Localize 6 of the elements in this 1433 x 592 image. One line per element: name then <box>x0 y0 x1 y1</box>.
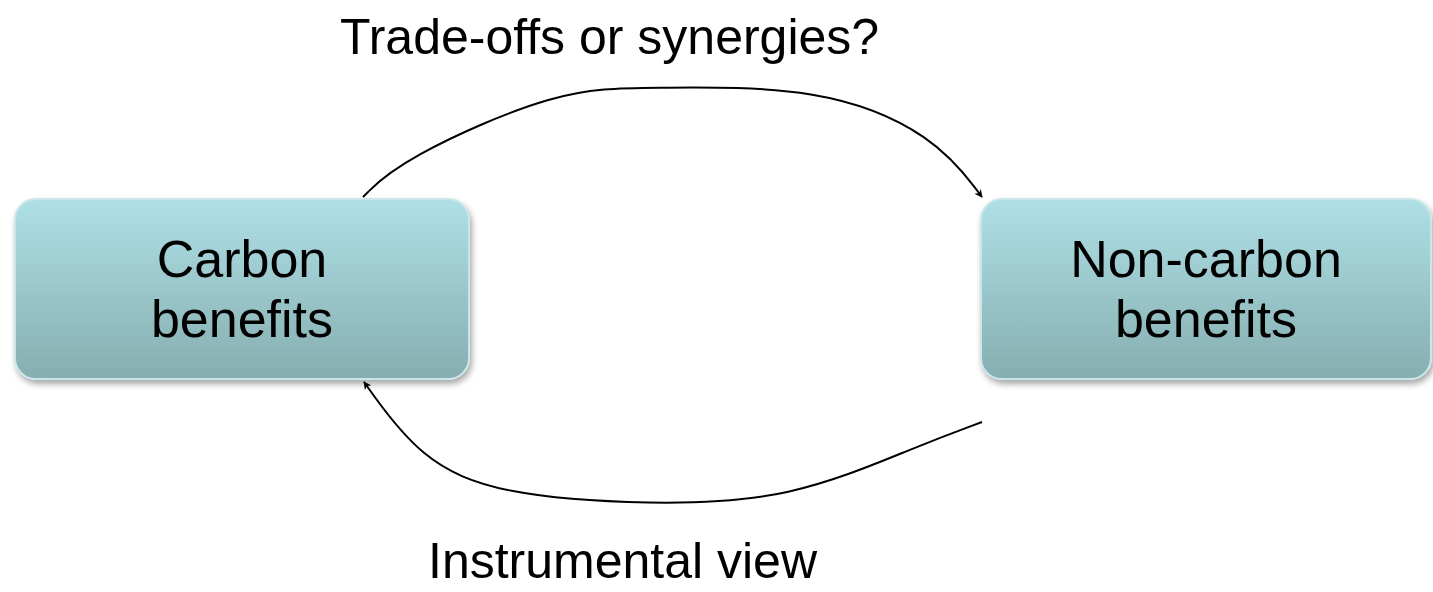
curved-arrow <box>363 381 983 504</box>
box-label: Carbon benefits <box>149 229 335 349</box>
rounded-box <box>14 198 470 380</box>
box-label: Non-carbon benefits <box>1069 229 1343 349</box>
curved-arrow <box>362 86 983 198</box>
rounded-box <box>980 198 1432 380</box>
